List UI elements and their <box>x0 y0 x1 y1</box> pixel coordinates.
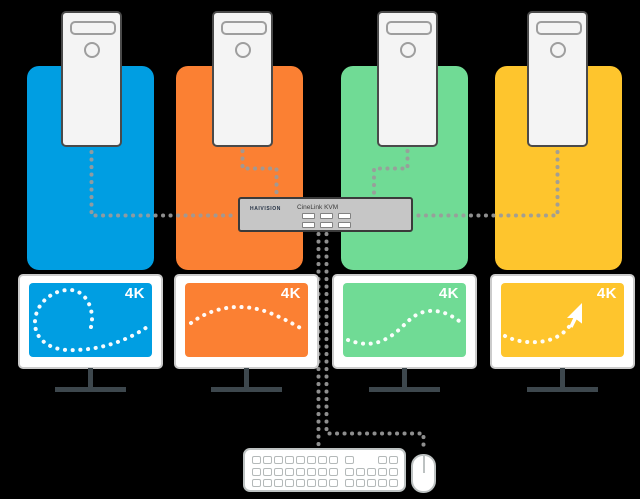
keyboard-key <box>355 479 365 487</box>
keyboard-key <box>295 479 305 487</box>
keyboard-key <box>328 467 338 476</box>
wire-source2-to-kvm <box>240 149 279 197</box>
keyboard-key <box>328 456 338 464</box>
kvm-port-button <box>320 221 333 228</box>
keyboard-key <box>388 479 398 487</box>
keyboard-key <box>306 467 316 476</box>
keyboard-icon <box>243 448 406 492</box>
keyboard-key <box>284 467 294 476</box>
keyboard-key <box>262 456 272 464</box>
keyboard-key <box>344 456 354 464</box>
kvm-brand-logo: HAIVISION <box>250 206 281 212</box>
keyboard-key <box>317 456 327 464</box>
keyboard-key <box>284 456 294 464</box>
keyboard-key <box>284 479 294 487</box>
keyboard-key <box>295 456 305 464</box>
keyboard-key <box>377 467 387 476</box>
keyboard-key <box>344 467 354 476</box>
kvm-port-button <box>302 221 315 228</box>
keyboard-key <box>366 467 376 476</box>
keyboard-key <box>306 479 316 487</box>
keyboard-key <box>251 479 261 487</box>
keyboard-key <box>377 456 387 464</box>
kvm-port-button <box>302 213 315 219</box>
wire-source4-to-kvm <box>413 150 560 218</box>
kvm-port-button <box>338 221 351 228</box>
keyboard-key <box>388 456 398 464</box>
keyboard-key <box>344 479 354 487</box>
keyboard-key <box>262 467 272 476</box>
keyboard-key <box>328 479 338 487</box>
wire-source1-to-kvm <box>89 150 238 218</box>
kvm-switch: HAIVISION CineLink KVM <box>238 197 413 232</box>
keyboard-key <box>273 467 283 476</box>
mouse-icon <box>411 454 436 493</box>
keyboard-key <box>262 479 272 487</box>
keyboard-key <box>317 479 327 487</box>
keyboard-key <box>366 479 376 487</box>
keyboard-key <box>251 467 261 476</box>
keyboard-key <box>273 456 283 464</box>
mouse-button-divider <box>422 456 425 473</box>
kvm-port-button <box>338 213 351 219</box>
kvm-model-label: CineLink KVM <box>297 204 339 211</box>
keyboard-key <box>377 479 387 487</box>
wire-source3-to-kvm <box>372 149 410 197</box>
keyboard-key <box>273 479 283 487</box>
kvm-port-buttons <box>302 213 351 228</box>
keyboard-key <box>388 467 398 476</box>
keyboard-key <box>317 467 327 476</box>
keyboard-key <box>251 456 261 464</box>
keyboard-key <box>306 456 316 464</box>
kvm-port-button <box>320 213 333 219</box>
keyboard-key <box>295 467 305 476</box>
keyboard-key <box>355 467 365 476</box>
wire-kvm-to-mouse <box>324 232 426 453</box>
